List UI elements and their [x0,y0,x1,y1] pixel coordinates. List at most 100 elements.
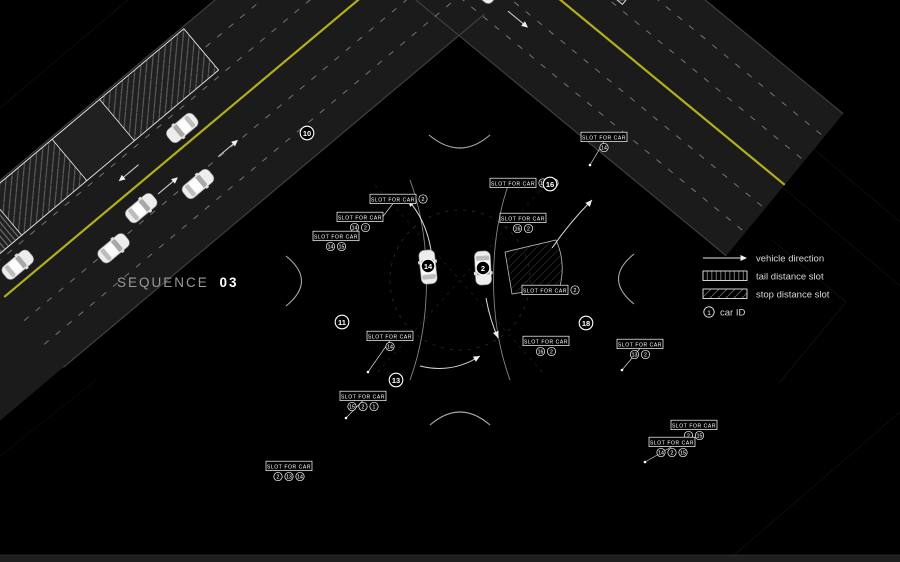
legend-row-vehicle-direction: vehicle direction [703,254,824,265]
slot-car-number-circle [640,349,651,360]
slot-car-number-circle [546,346,557,357]
car-id-badge: 13 [388,372,404,388]
slot-label-text: SLOT FOR CAR [371,198,415,204]
legend-label: vehicle direction [756,254,824,265]
slot-label: SLOT FOR CAR 14 2 [336,211,384,233]
legend: vehicle direction tail distance slot sto… [702,254,830,319]
sequence-label: SEQUENCE [117,275,209,290]
slot-label: SLOT FOR CAR 2 13 14 [265,460,313,482]
slot-label-box [369,193,417,204]
slot-car-number: 14 [352,226,358,232]
slot-car-number-circle [385,341,395,352]
slot-label-text: SLOT FOR CAR [672,424,716,430]
road-ne-sw [0,0,486,368]
car-id-badge-icon [703,306,715,318]
slot-car-number: 2 [364,226,367,232]
slot-label-box [265,460,313,471]
car-id-number: 11 [338,318,346,327]
slot-label-text: SLOT FOR CAR [368,335,412,341]
slot-car-number-circle [360,222,371,233]
slot-label-box [648,436,696,447]
slot-label-text: SLOT FOR CAR [650,441,694,447]
slot-car-number: 16 [538,350,544,356]
slot-car-number-circle [358,401,368,412]
leader-dot [588,163,592,167]
slot-label-box [336,211,384,222]
car-id-badge: 18 [578,315,594,331]
bottom-road-strip [0,555,900,562]
slot-car-number-circle [629,349,640,360]
slot-car-number-circle [512,223,523,234]
tail-hatch-swatch [702,270,748,281]
legend-label: tail distance slot [756,272,824,283]
slot-label-text: SLOT FOR CAR [524,340,568,346]
legend-label: car ID [720,308,745,319]
legend-badge-number: 1 [707,310,711,317]
slot-label-box [499,212,547,223]
slot-car-number: 14 [658,451,664,457]
slot-car-number: 15 [339,245,345,251]
slot-label-box [616,338,664,349]
slot-label-box [580,131,628,142]
slot-car-number: 2 [644,353,647,359]
slot-label-box [522,335,570,346]
slot-car-number-circle [694,430,705,441]
slot-car-number: 1 [373,405,376,411]
slot-label-box [670,419,718,430]
slot-car-number: 2 [277,475,280,481]
slot-car-number-circle [570,285,580,295]
leader-dot [366,370,370,374]
slot-label-text: SLOT FOR CAR [501,217,545,223]
legend-row-tail-slot: tail distance slot [702,270,824,283]
slot-car-number: 15 [349,405,355,411]
slot-car-number-circle [678,447,688,458]
slot-car-number: 13 [286,475,292,481]
leader-dot [620,368,624,372]
slot-car-number-circle [347,401,357,412]
slot-label-text: SLOT FOR CAR [523,289,567,295]
slot-car-number-circle [325,241,336,252]
slot-label-text: SLOT FOR CAR [338,216,382,222]
road-markings [301,0,844,257]
car-id-badge: 10 [299,125,315,141]
slot-car-number: 2 [422,197,425,203]
slot-car-number-circle [369,401,379,412]
slot-label-text: SLOT FOR CAR [267,465,311,471]
slot-car-number: 15 [680,451,686,457]
road-nw-se [301,0,844,257]
slot-label-box [489,177,537,188]
slot-car-number: 2 [550,350,553,356]
slot-label: SLOT FOR CAR 16 2 [522,335,570,357]
slot-label-box [366,330,414,341]
slot-car-number-circle [599,142,609,153]
car-id-number: 14 [424,262,433,271]
slot-car-number-circle [656,447,666,458]
car-id-badge: 14 [420,258,436,274]
slot-car-number: 15 [697,434,703,440]
slot-car-number-circle [667,447,677,458]
slot-car-number: 2 [362,405,365,411]
slot-car-number-circle [523,223,534,234]
leader-dot [643,460,647,464]
sequence-number: 03 [220,275,239,290]
car-id-badges-layer: 10 11 13 14 2 16 18 [299,125,594,388]
slot-label-text: SLOT FOR CAR [314,235,358,241]
page-title: SEQUENCE 03 [117,275,239,290]
slot-label: SLOT FOR CAR 2 [369,193,428,221]
slot-label-text: SLOT FOR CAR [582,136,626,142]
yellow-center-line [359,0,786,186]
slot-car-number: 16 [515,227,521,233]
slot-car-number-circle [284,471,294,482]
slot-car-number: 14 [297,475,303,481]
yellow-center-line [3,0,427,298]
slot-car-number-circle [336,241,347,252]
car-id-number: 13 [392,376,400,385]
stop-hatch-swatch [702,288,748,299]
